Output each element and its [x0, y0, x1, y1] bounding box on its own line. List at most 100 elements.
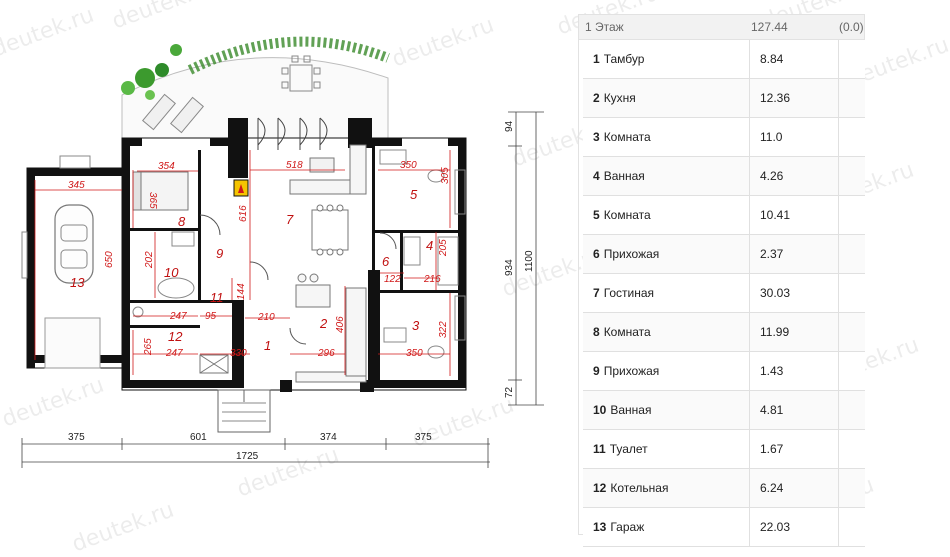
dim-label: 144: [236, 283, 247, 300]
room-area: 30.03: [760, 286, 791, 300]
room-name: Комната: [603, 325, 651, 339]
room-number: 10: [593, 403, 607, 417]
terrace-table: [281, 55, 321, 92]
room-label-8: 8: [178, 214, 186, 229]
dim-label: 247: [165, 348, 183, 359]
room-label-12: 12: [168, 329, 183, 344]
dim-label: 406: [335, 316, 346, 333]
dim-label: 122: [384, 274, 401, 285]
bottom-dimensions: [21, 438, 490, 468]
cell-divider: [838, 196, 839, 234]
room-label-11: 11: [210, 290, 224, 305]
room-area: 2.37: [760, 247, 784, 261]
dim-label: 205: [438, 239, 449, 257]
room-name: Ванная: [603, 169, 645, 183]
dim-label: 345: [68, 180, 85, 191]
dim-label: 265: [143, 338, 154, 356]
dim-label: 247: [169, 311, 187, 322]
room-area: 8.84: [760, 52, 784, 66]
car-icon: [54, 204, 94, 284]
fireplace-icon: [233, 179, 249, 197]
dim-label: 210: [257, 312, 275, 323]
right-dimensions: [508, 111, 544, 406]
room-number: 4: [593, 169, 600, 183]
cell-divider: [838, 391, 839, 429]
dim-label: 375: [68, 432, 85, 443]
cell-divider: [749, 313, 750, 351]
cell-divider: [749, 430, 750, 468]
room-number-labels: 1 2 3 4 5 6 7 8 9 10 11 12 13: [70, 187, 433, 353]
cell-divider: [838, 40, 839, 78]
garden-trees: [121, 44, 182, 100]
dim-label: 350: [400, 160, 417, 171]
dim-label: 354: [158, 161, 175, 172]
cell-divider: [749, 391, 750, 429]
cell-divider: [749, 508, 750, 546]
room-label-2: 2: [319, 316, 328, 331]
cell-divider: [838, 274, 839, 312]
dim-label: 650: [104, 251, 115, 268]
room-number: 6: [593, 247, 600, 261]
dim-label: 601: [190, 432, 207, 443]
room-label-9: 9: [216, 246, 223, 261]
room-area: 22.03: [760, 520, 791, 534]
room-area: 11.99: [760, 325, 790, 339]
room-area: 4.81: [760, 403, 784, 417]
cell-divider: [838, 469, 839, 507]
cell-divider: [749, 196, 750, 234]
room-area: 11.0: [760, 130, 783, 144]
cell-divider: [749, 352, 750, 390]
dim-label: 1725: [236, 451, 259, 462]
room-area: 10.41: [760, 208, 791, 222]
dim-label: 1100: [524, 250, 535, 272]
dim-label: 94: [504, 120, 515, 132]
room-name: Тамбур: [603, 52, 645, 66]
dim-label: 616: [238, 205, 249, 222]
room-number: 7: [593, 286, 600, 300]
room-label-10: 10: [164, 265, 179, 280]
room-area: 4.26: [760, 169, 784, 183]
room-name: Кухня: [603, 91, 636, 105]
room-name: Комната: [603, 130, 651, 144]
bottom-dimension-labels: 375 601 374 375 1725: [68, 432, 432, 462]
cell-divider: [838, 79, 839, 117]
room-name: Котельная: [610, 481, 669, 495]
dim-label: 350: [406, 348, 423, 359]
cell-divider: [749, 274, 750, 312]
room-name: Прихожая: [603, 247, 660, 261]
floor-plan: 345 354 518 350 365 616 305 650 202 144 …: [21, 36, 544, 468]
dim-label: 305: [440, 167, 451, 184]
room-label-7: 7: [286, 212, 294, 227]
room-label-5: 5: [410, 187, 418, 202]
dim-label: 216: [423, 274, 441, 285]
room-name: Туалет: [609, 442, 648, 456]
kitchen-counter: [295, 273, 367, 383]
dim-label: 375: [415, 432, 432, 443]
right-dimension-labels: 94 934 1100 72: [504, 120, 535, 398]
dim-label: 934: [504, 259, 515, 276]
total-area: 127.44: [751, 20, 788, 34]
doors: [199, 214, 397, 345]
dim-label: 72: [504, 386, 515, 398]
